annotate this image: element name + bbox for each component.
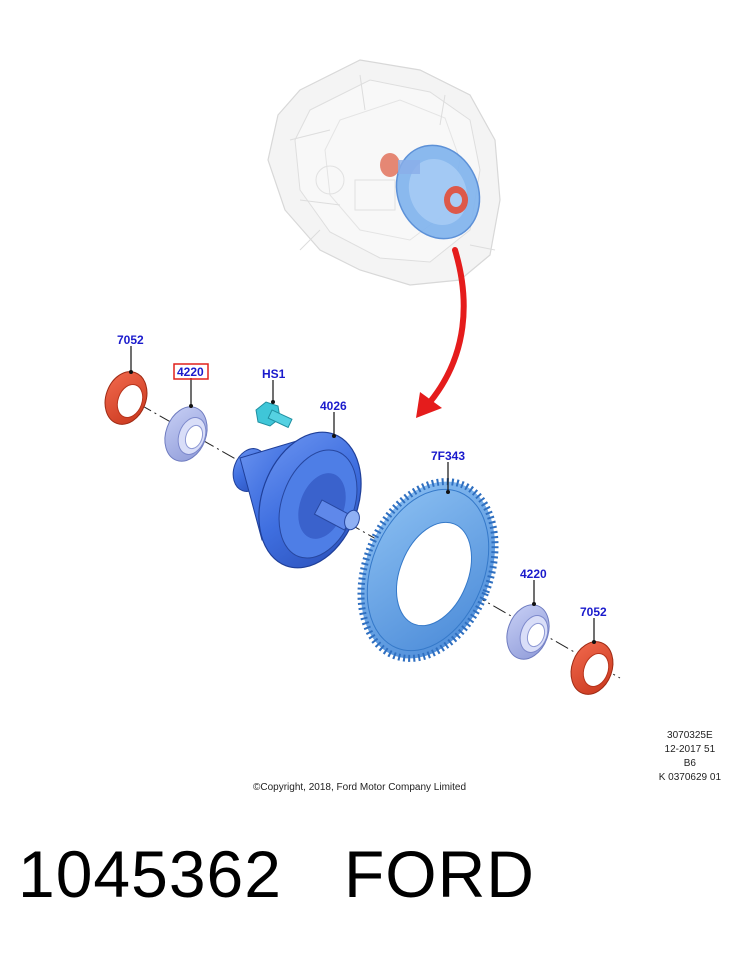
leader-dots [129,370,596,644]
callout-4220-right[interactable]: 4220 [520,567,547,581]
callout-7052-left[interactable]: 7052 [117,333,144,347]
bearing-left-part [164,406,208,462]
reference-line: 3070325E [667,730,713,741]
leader-lines [130,346,595,642]
reference-line: B6 [683,758,696,769]
reference-line: 12-2017 51 [664,744,716,755]
callout-4026[interactable]: 4026 [320,399,347,413]
drawing-reference-block: 3070325E 12-2017 51 B6 K 0370629 01 [659,729,721,785]
oil-seal-right-part [570,641,614,695]
ring-gear-part [357,478,499,662]
part-number: 1045362 [18,837,282,911]
brand-name: FORD [343,837,535,911]
callout-7052-right[interactable]: 7052 [580,605,607,619]
callout-4220-left[interactable]: 4220 [177,365,204,379]
reference-line: K 0370629 01 [658,772,721,783]
part-number-caption: 1045362 FORD [18,836,535,912]
bearing-right-part [506,604,550,660]
callout-7f343[interactable]: 7F343 [431,449,465,463]
bolt-part [255,401,293,429]
oil-seal-left-part [104,371,148,425]
installed-differential-preview [380,144,481,240]
callout-hs1[interactable]: HS1 [262,367,286,381]
copyright-notice: ©Copyright, 2018, Ford Motor Company Lim… [253,782,467,793]
differential-case-part [232,431,362,569]
selected-callout-highlight [173,363,209,380]
install-direction-arrow [416,247,467,418]
